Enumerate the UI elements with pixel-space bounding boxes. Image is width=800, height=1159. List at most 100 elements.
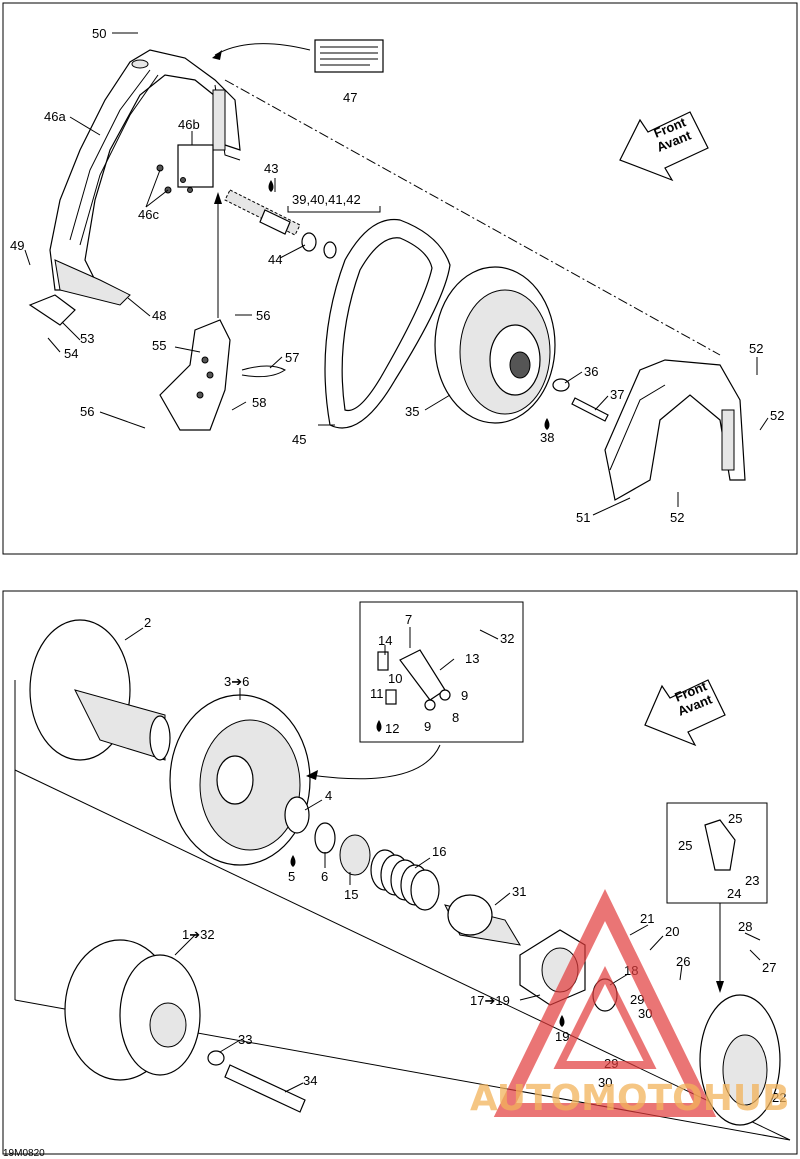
callout-31: 31: [512, 884, 526, 899]
plate-46b-part: [177, 144, 214, 188]
callout-6: 6: [321, 869, 328, 884]
callout-53: 53: [80, 331, 94, 346]
top-panel-frame: [2, 2, 798, 555]
callout-47: 47: [343, 90, 357, 105]
callout-54: 54: [64, 346, 78, 361]
callout-3-6: 3➔6: [224, 674, 249, 689]
inset-box-weights: [666, 802, 768, 904]
callout-13: 13: [465, 651, 479, 666]
callout-22: 22: [772, 1090, 786, 1105]
callout-11: 11: [370, 686, 384, 701]
watermark-text: AUTOMOTOHUB: [470, 1078, 790, 1119]
ring-6-part: [314, 822, 336, 854]
bolt-34-part: [224, 1064, 306, 1113]
callout-52-lower: 52: [670, 510, 684, 525]
shaft-43-part: [224, 189, 301, 236]
callout-9-lower: 9: [424, 719, 431, 734]
ring-44-part: [301, 232, 317, 252]
callout-55: 55: [152, 338, 166, 353]
callout-20: 20: [665, 924, 679, 939]
callout-17-19: 17➔19: [470, 993, 510, 1008]
callout-50: 50: [92, 26, 106, 41]
callout-56-upper: 56: [256, 308, 270, 323]
bolt-37-part: [571, 397, 609, 422]
spring-16-part: [370, 849, 440, 911]
lubricant-icon-43: [268, 180, 274, 192]
callout-25-upper: 25: [728, 811, 742, 826]
front-arrow-bottom: [644, 679, 726, 747]
movable-sheave-part: [169, 694, 311, 866]
callout-26: 26: [676, 954, 690, 969]
plate-53-part: [28, 294, 76, 326]
assembled-clutch-part: [64, 939, 201, 1081]
callout-30-lower: 30: [598, 1075, 612, 1090]
callout-21: 21: [640, 911, 654, 926]
callout-5: 5: [288, 869, 295, 884]
callout-44: 44: [268, 252, 282, 267]
callout-46c: 46c: [138, 207, 159, 222]
callout-58: 58: [252, 395, 266, 410]
ring-39-part: [323, 241, 337, 259]
callout-46a: 46a: [44, 109, 66, 124]
drive-belt-part: [324, 218, 451, 429]
warning-label-part: [314, 39, 384, 73]
callout-39-42: 39,40,41,42: [292, 192, 361, 207]
lower-guard-part: [604, 359, 746, 501]
callout-45: 45: [292, 432, 306, 447]
callout-27: 27: [762, 960, 776, 975]
callout-14: 14: [378, 633, 392, 648]
callout-29-upper: 29: [630, 992, 644, 1007]
callout-2: 2: [144, 615, 151, 630]
callout-57: 57: [285, 350, 299, 365]
belt-guard-part: [49, 49, 241, 306]
diagram-code: 19M0820: [3, 1148, 45, 1159]
callout-19: 19: [555, 1029, 569, 1044]
washer-15-part: [339, 834, 371, 876]
governor-cup-part: [699, 994, 781, 1126]
callout-51: 51: [576, 510, 590, 525]
callout-36: 36: [584, 364, 598, 379]
axis-line-top: [224, 79, 721, 356]
callout-46b: 46b: [178, 117, 200, 132]
callout-48: 48: [152, 308, 166, 323]
callout-10: 10: [388, 671, 402, 686]
pin-57-part: [241, 365, 286, 378]
callout-52-right: 52: [770, 408, 784, 423]
front-arrow-top: [619, 111, 709, 182]
lever-arm-part: [377, 649, 451, 711]
callout-35: 35: [405, 404, 419, 419]
bushing-4-part: [284, 796, 310, 834]
inset-box-levers: [359, 601, 524, 743]
callout-9-right: 9: [461, 688, 468, 703]
callout-24: 24: [727, 886, 741, 901]
callout-28: 28: [738, 919, 752, 934]
callout-49: 49: [10, 238, 24, 253]
callout-12: 12: [385, 721, 399, 736]
leader-lines-top: [24, 32, 769, 516]
callout-37: 37: [610, 387, 624, 402]
callout-7: 7: [405, 612, 412, 627]
lubricant-icon-12: [376, 720, 382, 732]
fixed-sheave-part: [29, 619, 171, 761]
callout-15: 15: [344, 887, 358, 902]
callout-52-upper: 52: [749, 341, 763, 356]
lubricant-icon-38: [544, 418, 550, 430]
callout-33: 33: [238, 1032, 252, 1047]
weight-23-part: [704, 819, 736, 871]
washer-33-part: [207, 1050, 225, 1066]
callout-1-32: 1➔32: [182, 927, 215, 942]
lubricant-icon-19: [559, 1015, 565, 1027]
callout-56-lower: 56: [80, 404, 94, 419]
driven-pulley-part: [434, 266, 556, 424]
callout-32-inset: 32: [500, 631, 514, 646]
callout-4: 4: [325, 788, 332, 803]
callout-38: 38: [540, 430, 554, 445]
watermark-logo: [493, 889, 717, 1117]
bottom-panel-frame: [2, 590, 798, 1155]
callout-16: 16: [432, 844, 446, 859]
callout-23: 23: [745, 873, 759, 888]
lubricant-icon-5: [290, 855, 296, 867]
callout-25-lower: 25: [678, 838, 692, 853]
callout-8: 8: [452, 710, 459, 725]
